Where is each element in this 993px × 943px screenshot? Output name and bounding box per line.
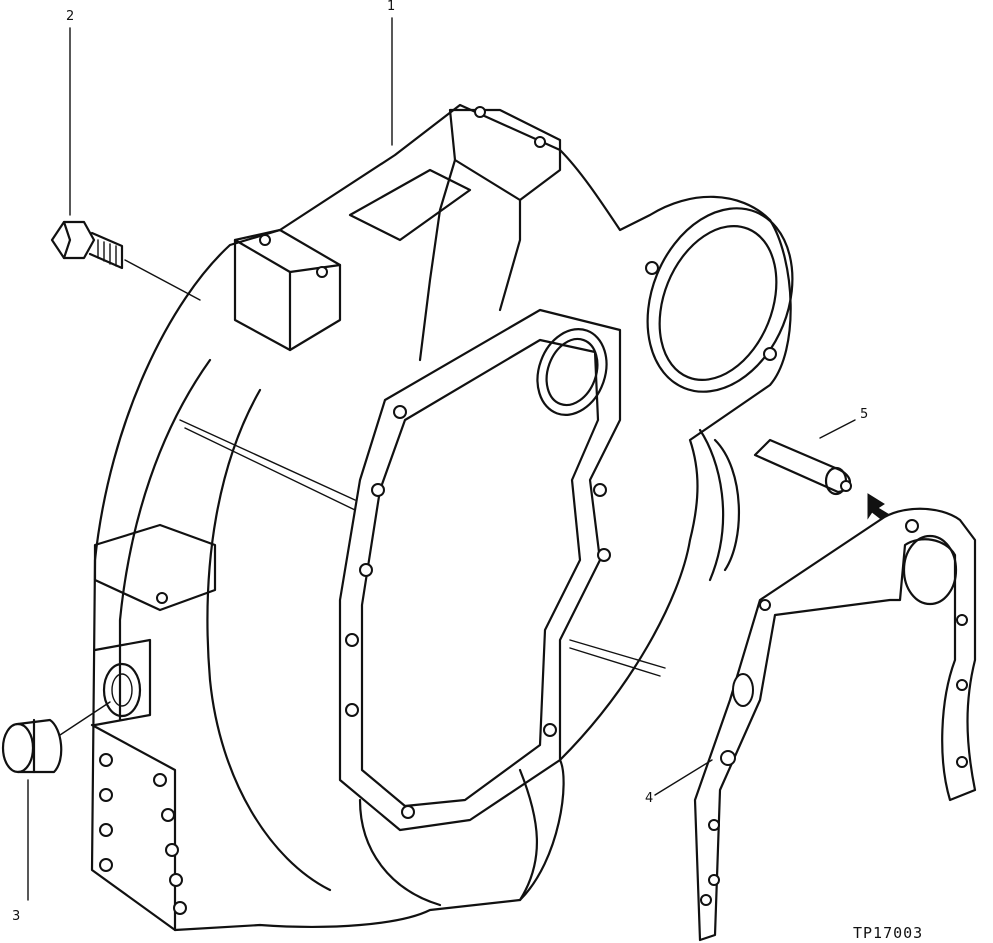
- figure-code: TP17003: [853, 924, 924, 942]
- leader-lines: [27, 17, 856, 901]
- gasket: [693, 507, 977, 942]
- callout-5: 5: [860, 407, 869, 422]
- dowel-pin: [753, 438, 889, 520]
- callout-1: 1: [387, 0, 396, 14]
- plug: [1, 701, 111, 774]
- flywheel-housing: [90, 103, 794, 932]
- callout-3: 3: [12, 909, 21, 924]
- cap-screw: [50, 220, 201, 301]
- housing-bolt-holes: [99, 106, 777, 915]
- callout-2: 2: [66, 9, 75, 24]
- direction-arrow-icon: [867, 493, 889, 520]
- callout-4: 4: [645, 791, 654, 806]
